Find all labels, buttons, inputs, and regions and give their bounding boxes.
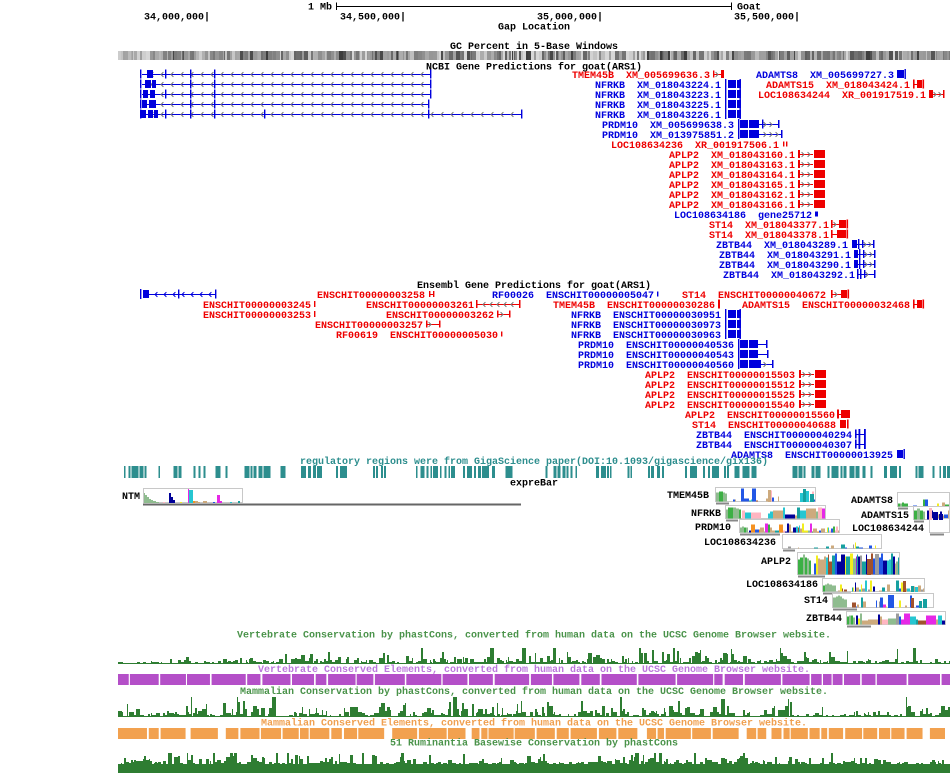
svg-text:34,500,000|: 34,500,000| — [340, 12, 406, 24]
svg-text:LOC108634244: LOC108634244 — [852, 524, 924, 535]
svg-text:ZBTB44 XM_018043291.1: ZBTB44 XM_018043291.1 — [719, 251, 851, 262]
svg-text:Goat: Goat — [737, 3, 761, 14]
svg-text:1 Mb: 1 Mb — [308, 2, 332, 14]
svg-text:ADAMTS15: ADAMTS15 — [861, 511, 909, 522]
svg-text:ADAMTS8: ADAMTS8 — [851, 496, 893, 507]
svg-text:Ensembl Gene Predictions for g: Ensembl Gene Predictions for goat(ARS1) — [417, 280, 651, 292]
svg-text:NFRKB XM_018043225.1: NFRKB XM_018043225.1 — [595, 101, 721, 112]
svg-text:ST14 ENSCHIT00000040672: ST14 ENSCHIT00000040672 — [682, 291, 826, 302]
svg-text:ZBTB44 XM_018043290.1: ZBTB44 XM_018043290.1 — [719, 261, 851, 272]
svg-text:35,000,000|: 35,000,000| — [537, 12, 603, 24]
svg-text:ENSCHIT00000003262: ENSCHIT00000003262 — [386, 311, 494, 322]
svg-text:ST14 ENSCHIT00000040688: ST14 ENSCHIT00000040688 — [692, 421, 836, 432]
svg-text:ADAMTS15 ENSCHIT00000032468: ADAMTS15 ENSCHIT00000032468 — [742, 301, 910, 312]
svg-text:ADAMTS8 XM_005699727.3: ADAMTS8 XM_005699727.3 — [756, 71, 894, 82]
svg-text:NFRKB ENSCHIT00000030973: NFRKB ENSCHIT00000030973 — [571, 321, 721, 332]
svg-text:LOC108634236 XR_001917506.1: LOC108634236 XR_001917506.1 — [611, 141, 779, 152]
svg-text:51 Ruminantia Basewise Conserv: 51 Ruminantia Basewise Conservation by p… — [390, 738, 678, 750]
svg-text:APLP2 XM_018043165.1: APLP2 XM_018043165.1 — [669, 181, 795, 192]
svg-text:regulatory regions were from G: regulatory regions were from GigaScience… — [300, 456, 768, 468]
svg-text:APLP2 ENSCHIT00000015560: APLP2 ENSCHIT00000015560 — [685, 411, 835, 422]
svg-text:PRDM10 XM_005699638.3: PRDM10 XM_005699638.3 — [602, 121, 734, 132]
svg-text:ZBTB44 XM_018043292.1: ZBTB44 XM_018043292.1 — [723, 271, 855, 282]
svg-text:PRDM10 ENSCHIT00000040536: PRDM10 ENSCHIT00000040536 — [578, 341, 734, 352]
svg-text:NFRKB XM_018043224.1: NFRKB XM_018043224.1 — [595, 81, 721, 92]
svg-text:APLP2 XM_018043164.1: APLP2 XM_018043164.1 — [669, 171, 795, 182]
svg-text:NTM: NTM — [122, 492, 140, 503]
svg-text:RF00619 ENSCHIT00000005030: RF00619 ENSCHIT00000005030 — [336, 331, 498, 342]
svg-text:ENSCHIT00000003261: ENSCHIT00000003261 — [366, 301, 474, 312]
svg-text:LOC108634244 XR_001917519.1: LOC108634244 XR_001917519.1 — [758, 91, 926, 102]
svg-text:ST14 XM_018043378.1: ST14 XM_018043378.1 — [709, 231, 829, 242]
svg-text:34,000,000|: 34,000,000| — [144, 12, 210, 24]
svg-text:APLP2: APLP2 — [761, 557, 791, 568]
svg-text:Mammalian Conserved Elements,: Mammalian Conserved Elements, converted … — [261, 718, 807, 730]
svg-text:NCBI Gene Predictions for goat: NCBI Gene Predictions for goat(ARS1) — [426, 62, 642, 74]
svg-text:GC Percent in 5-Base Windows: GC Percent in 5-Base Windows — [450, 41, 618, 53]
svg-text:Mammalian Conservation by phas: Mammalian Conservation by phastCons, con… — [240, 686, 828, 698]
svg-text:APLP2 ENSCHIT00000015512: APLP2 ENSCHIT00000015512 — [645, 381, 795, 392]
svg-text:TMEM45B: TMEM45B — [667, 491, 709, 502]
svg-text:APLP2 XM_018043160.1: APLP2 XM_018043160.1 — [669, 151, 795, 162]
svg-text:ST14: ST14 — [804, 596, 828, 607]
svg-text:ZBTB44 XM_018043289.1: ZBTB44 XM_018043289.1 — [716, 241, 848, 252]
svg-text:APLP2 XM_018043166.1: APLP2 XM_018043166.1 — [669, 201, 795, 212]
svg-text:TMEM45B XM_005699636.3: TMEM45B XM_005699636.3 — [572, 71, 710, 82]
svg-text:APLP2 XM_018043163.1: APLP2 XM_018043163.1 — [669, 161, 795, 172]
svg-text:Vertebrate Conserved Elements,: Vertebrate Conserved Elements, converted… — [258, 664, 810, 676]
svg-text:expreBar: expreBar — [510, 479, 558, 490]
svg-text:LOC108634186: LOC108634186 — [746, 580, 818, 591]
svg-text:ZBTB44: ZBTB44 — [806, 614, 842, 625]
svg-text:RF00026 ENSCHIT00000005047: RF00026 ENSCHIT00000005047 — [492, 291, 654, 302]
svg-text:PRDM10 ENSCHIT00000040543: PRDM10 ENSCHIT00000040543 — [578, 351, 734, 362]
svg-text:LOC108634186 gene25712: LOC108634186 gene25712 — [674, 211, 812, 222]
svg-text:APLP2 XM_018043162.1: APLP2 XM_018043162.1 — [669, 191, 795, 202]
svg-text:NFRKB: NFRKB — [691, 509, 721, 520]
svg-text:35,500,000|: 35,500,000| — [734, 12, 800, 24]
svg-text:ZBTB44 ENSCHIT00000040294: ZBTB44 ENSCHIT00000040294 — [696, 431, 852, 442]
svg-text:TMEM45B ENSCHIT00000030286: TMEM45B ENSCHIT00000030286 — [553, 301, 715, 312]
svg-text:ENSCHIT00000003253: ENSCHIT00000003253 — [203, 311, 311, 322]
svg-text:Vertebrate Conservation by pha: Vertebrate Conservation by phastCons, co… — [237, 630, 831, 642]
svg-text:ENSCHIT00000003245: ENSCHIT00000003245 — [203, 301, 311, 312]
svg-text:LOC108634236: LOC108634236 — [704, 538, 776, 549]
svg-text:NFRKB XM_018043226.1: NFRKB XM_018043226.1 — [595, 111, 721, 122]
svg-text:ENSCHIT00000003258: ENSCHIT00000003258 — [317, 291, 425, 302]
svg-text:APLP2 ENSCHIT00000015540: APLP2 ENSCHIT00000015540 — [645, 401, 795, 412]
svg-text:PRDM10: PRDM10 — [695, 523, 731, 534]
svg-text:APLP2 ENSCHIT00000015503: APLP2 ENSCHIT00000015503 — [645, 371, 795, 382]
svg-text:NFRKB XM_018043223.1: NFRKB XM_018043223.1 — [595, 91, 721, 102]
svg-text:ADAMTS15 XM_018043424.1: ADAMTS15 XM_018043424.1 — [766, 81, 910, 92]
svg-text:NFRKB ENSCHIT00000030963: NFRKB ENSCHIT00000030963 — [571, 331, 721, 342]
svg-text:ZBTB44 ENSCHIT00000040307: ZBTB44 ENSCHIT00000040307 — [696, 441, 852, 452]
svg-text:PRDM10 ENSCHIT00000040560: PRDM10 ENSCHIT00000040560 — [578, 361, 734, 372]
svg-text:APLP2 ENSCHIT00000015525: APLP2 ENSCHIT00000015525 — [645, 391, 795, 402]
svg-text:Gap Location: Gap Location — [498, 22, 570, 34]
svg-text:ST14 XM_018043377.1: ST14 XM_018043377.1 — [709, 221, 829, 232]
svg-text:PRDM10 XM_013975851.2: PRDM10 XM_013975851.2 — [602, 131, 734, 142]
svg-text:ADAMTS8 ENSCHIT00000013925: ADAMTS8 ENSCHIT00000013925 — [731, 451, 893, 462]
svg-text:ENSCHIT00000003257: ENSCHIT00000003257 — [315, 321, 423, 332]
svg-text:NFRKB ENSCHIT00000030951: NFRKB ENSCHIT00000030951 — [571, 311, 721, 322]
